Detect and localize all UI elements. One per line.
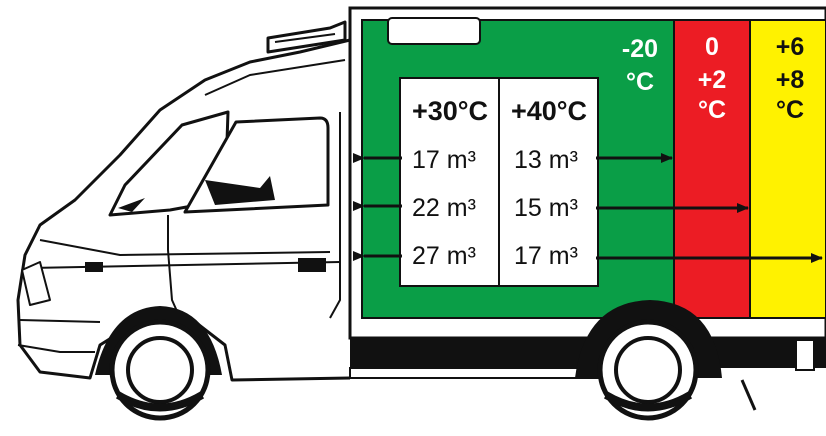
zone-0-2-line-1: 0 bbox=[705, 33, 719, 61]
zone-6-8 bbox=[750, 20, 826, 318]
col-header-30c: +30°C bbox=[412, 96, 488, 126]
row-3-30c-volume: 27 m³ bbox=[412, 242, 476, 270]
zone-6-8-label: +6 +8 °C bbox=[776, 33, 805, 124]
zone-0-2-line-3: °C bbox=[698, 96, 726, 124]
row-1-30c-volume: 17 m³ bbox=[412, 146, 476, 174]
col-header-40c: +40°C bbox=[511, 96, 587, 126]
zone-6-8-line-1: +6 bbox=[776, 33, 805, 61]
zone-minus20-line-2: °C bbox=[626, 68, 654, 96]
volume-table: +30°C +40°C 17 m³ 13 m³ 22 m³ 15 m³ 27 m… bbox=[400, 78, 598, 286]
row-2-30c-volume: 22 m³ bbox=[412, 194, 476, 222]
zone-6-8-line-2: +8 bbox=[776, 66, 805, 94]
row-1-40c-volume: 13 m³ bbox=[514, 146, 578, 174]
zone-minus20-line-1: -20 bbox=[622, 35, 658, 63]
row-3-40c-volume: 17 m³ bbox=[514, 242, 578, 270]
zone-0-2 bbox=[674, 20, 750, 318]
row-2-40c-volume: 15 m³ bbox=[514, 194, 578, 222]
zone-6-8-line-3: °C bbox=[776, 96, 804, 124]
zone-0-2-line-2: +2 bbox=[698, 66, 727, 94]
